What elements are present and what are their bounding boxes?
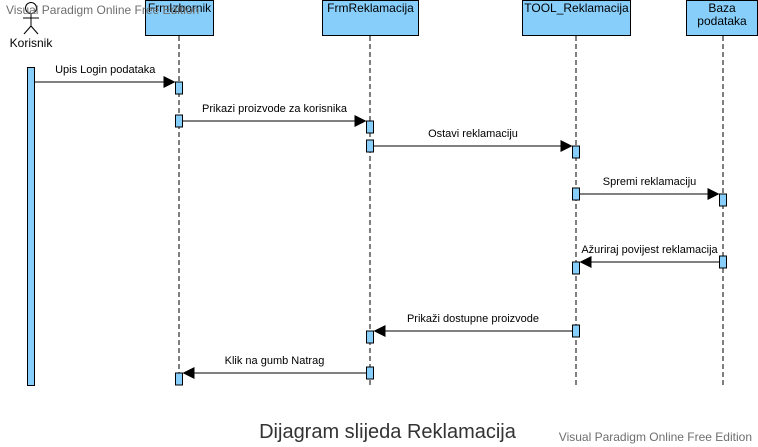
arrowhead bbox=[354, 115, 367, 127]
watermark-top: Visual Paradigm Online Free Edition bbox=[6, 3, 200, 17]
diagram-caption: Dijagram slijeda Reklamacija bbox=[259, 421, 516, 443]
actor-label: Korisnik bbox=[10, 36, 54, 50]
activation-box bbox=[366, 139, 374, 153]
message-label: Spremi reklamaciju bbox=[603, 176, 697, 188]
arrowhead bbox=[373, 325, 386, 337]
activation-box bbox=[366, 366, 374, 380]
activation-box bbox=[572, 187, 580, 201]
arrowhead bbox=[163, 76, 176, 88]
message-6: Prikaži dostupne proizvode bbox=[373, 313, 573, 337]
arrowhead bbox=[579, 256, 592, 268]
activation-box bbox=[572, 261, 580, 275]
participant-box bbox=[322, 0, 419, 36]
message-4: Spremi reklamaciju bbox=[579, 176, 720, 200]
message-label: Upis Login podataka bbox=[55, 64, 156, 76]
activation-box bbox=[572, 324, 580, 338]
participant-label: Baza bbox=[708, 1, 736, 15]
participant-label: podataka bbox=[697, 14, 747, 28]
participant-tool: TOOL_Reklamacija bbox=[522, 0, 631, 36]
message-label: Klik na gumb Natrag bbox=[225, 355, 325, 367]
actor-activation-bar bbox=[27, 67, 35, 386]
arrowhead bbox=[707, 188, 720, 200]
participant-label: FrmIzbornik bbox=[148, 1, 212, 15]
arrowhead bbox=[182, 367, 195, 379]
message-label: Prikazi proizvode za korisnika bbox=[202, 103, 348, 115]
message-1: Upis Login podataka bbox=[35, 64, 176, 88]
activation-box bbox=[175, 114, 183, 128]
message-2: Prikazi proizvode za korisnika bbox=[182, 103, 367, 127]
participant-label: TOOL_Reklamacija bbox=[524, 1, 629, 15]
activation-box bbox=[572, 145, 580, 159]
participant-label: FrmReklamacija bbox=[327, 1, 414, 15]
watermark-bottom: Visual Paradigm Online Free Edition bbox=[558, 430, 752, 444]
message-label: Ažuriraj povijest reklamacija bbox=[581, 244, 718, 256]
stick-figure-icon bbox=[23, 2, 39, 35]
message-7: Klik na gumb Natrag bbox=[182, 355, 367, 379]
arrowhead bbox=[560, 140, 573, 152]
activation-box bbox=[366, 330, 374, 344]
activation-box bbox=[719, 193, 727, 207]
activation-box bbox=[719, 255, 727, 269]
participant-box bbox=[145, 0, 214, 36]
participant-box bbox=[686, 0, 758, 36]
activation-box bbox=[366, 120, 374, 134]
participant-box bbox=[522, 0, 631, 36]
participant-frmreklamacija: FrmReklamacija bbox=[322, 0, 419, 36]
activation-box bbox=[175, 81, 183, 95]
participant-frmizbornik: FrmIzbornik bbox=[145, 0, 214, 36]
message-label: Prikaži dostupne proizvode bbox=[407, 313, 539, 325]
activation-box bbox=[175, 372, 183, 386]
message-5: Ažuriraj povijest reklamacija bbox=[579, 244, 720, 268]
message-label: Ostavi reklamaciju bbox=[428, 128, 518, 140]
message-3: Ostavi reklamaciju bbox=[373, 128, 573, 152]
